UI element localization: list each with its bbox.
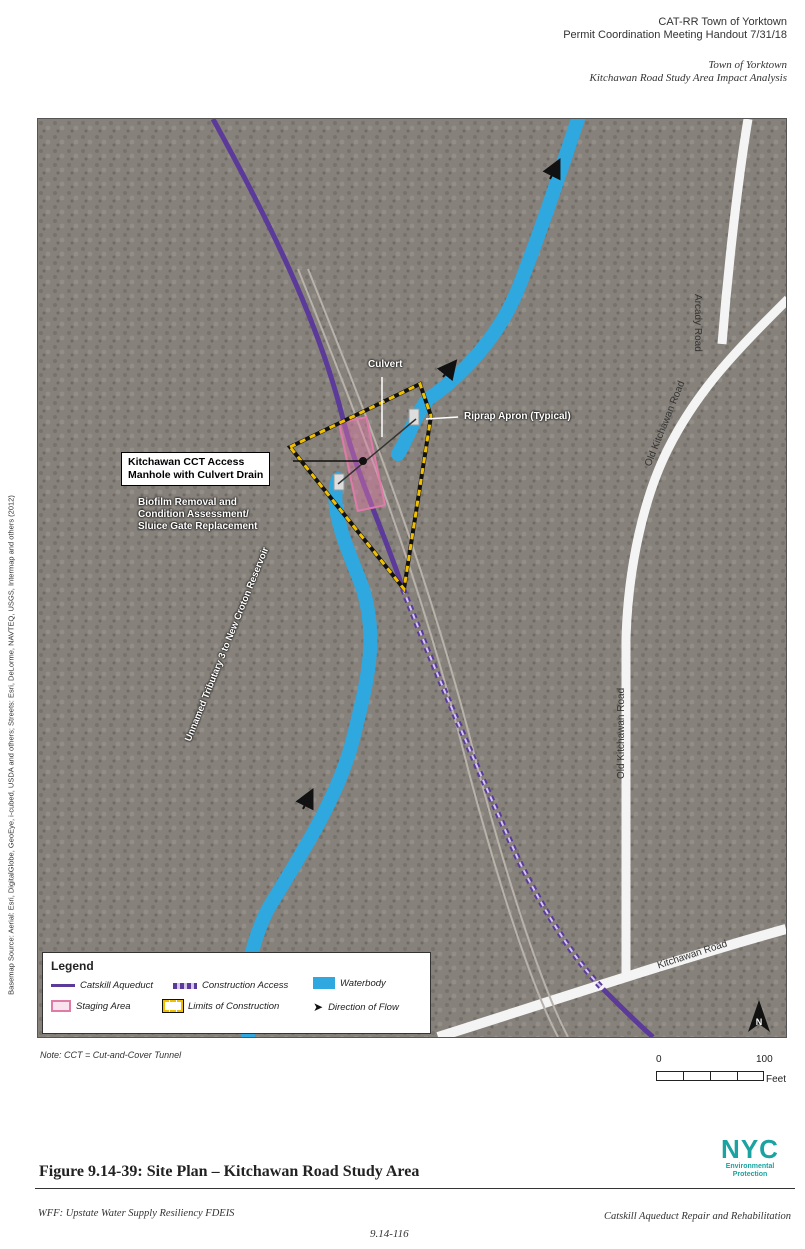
old-kitchawan-road-label-2: Old Kitchawan Road (616, 687, 627, 779)
page-number: 9.14-116 (370, 1228, 409, 1240)
footer-left: WFF: Upstate Water Supply Resiliency FDE… (38, 1208, 235, 1219)
flow-arrow-2 (436, 359, 458, 382)
north-label: N (756, 1017, 763, 1027)
legend-item-waterbody: Waterbody (313, 977, 386, 989)
culvert-label: Culvert (368, 359, 403, 370)
logo-text: NYC (721, 1134, 779, 1164)
manhole-callout: Kitchawan CCT Access Manhole with Culver… (121, 452, 271, 486)
footer-right: Catskill Aqueduct Repair and Rehabilitat… (603, 1211, 791, 1222)
purple-line-icon (51, 984, 75, 987)
callout-line-2: Manhole with Culvert Drain (128, 469, 264, 481)
logo-sub-2: Protection (732, 1171, 768, 1178)
biofilm-line-3: Sluice Gate Replacement (138, 521, 258, 532)
scale-unit: Feet (766, 1074, 787, 1085)
arrow-icon: ➤ (313, 1000, 324, 1014)
legend-title: Legend (51, 959, 94, 973)
site-plan-map[interactable]: Culvert Riprap Apron (Typical) Kitchawan… (37, 118, 787, 1038)
legend-item-aqueduct: Catskill Aqueduct (51, 980, 153, 991)
flow-arrow-1 (542, 158, 561, 181)
map-graphics (38, 119, 786, 1037)
scale-max: 100 (756, 1054, 773, 1065)
aerial-background (38, 119, 786, 1037)
riprap-apron-north (408, 408, 420, 426)
header-study-area: Kitchawan Road Study Area Impact Analysi… (589, 72, 787, 84)
scale-bar: 0 100 Feet (656, 1054, 786, 1094)
legend-item-staging: Staging Area (51, 1000, 131, 1012)
catskill-aqueduct-north (210, 119, 406, 590)
basemap-credit: Basemap Source: Aerial: Esri, DigitalGlo… (6, 495, 16, 995)
nyc-dep-logo: NYC Environmental Protection (706, 1134, 796, 1187)
map-legend: Legend Catskill Aqueduct Construction Ac… (42, 952, 431, 1034)
riprap-apron-south (333, 473, 345, 491)
old-kitchawan-road (621, 295, 786, 979)
logo-sub-1: Environmental (725, 1163, 775, 1170)
note-cct: Note: CCT = Cut-and-Cover Tunnel (40, 1050, 182, 1060)
blue-fill-icon (313, 977, 335, 989)
scale-graduation (656, 1071, 764, 1081)
arcady-road-label: Arcady Road (692, 294, 703, 352)
title-divider (35, 1188, 795, 1189)
north-arrow-icon: N (748, 1000, 770, 1032)
rail-bed-2 (307, 268, 569, 1037)
riprap-leader (425, 416, 459, 420)
pink-outline-icon (51, 1000, 71, 1012)
biofilm-line-1: Biofilm Removal and (138, 497, 237, 508)
header-project: CAT-RR Town of Yorktown (658, 16, 787, 28)
biofilm-label: Biofilm Removal and Condition Assessment… (138, 497, 258, 533)
riprap-label: Riprap Apron (Typical) (464, 411, 571, 422)
limits-of-construction (287, 381, 433, 593)
legend-item-flow: ➤ Direction of Flow (313, 1000, 399, 1014)
arcady-road (717, 119, 753, 345)
scale-zero: 0 (656, 1054, 662, 1065)
purple-dashed-line-icon (173, 982, 197, 989)
biofilm-line-2: Condition Assessment/ (138, 509, 249, 520)
flow-arrow-3 (295, 788, 314, 811)
figure-title: Figure 9.14-39: Site Plan – Kitchawan Ro… (39, 1163, 420, 1180)
culvert-line (337, 418, 417, 485)
catskill-aqueduct-south (601, 987, 655, 1037)
legend-item-limits: Limits of Construction (162, 999, 279, 1013)
callout-line-1: Kitchawan CCT Access (128, 456, 245, 468)
header-meeting: Permit Coordination Meeting Handout 7/31… (563, 29, 787, 41)
legend-item-construction-access: Construction Access (173, 980, 288, 991)
header-town: Town of Yorktown (708, 59, 787, 71)
yellow-dashed-outline-icon (162, 999, 184, 1013)
kitchawan-road (436, 924, 786, 1037)
